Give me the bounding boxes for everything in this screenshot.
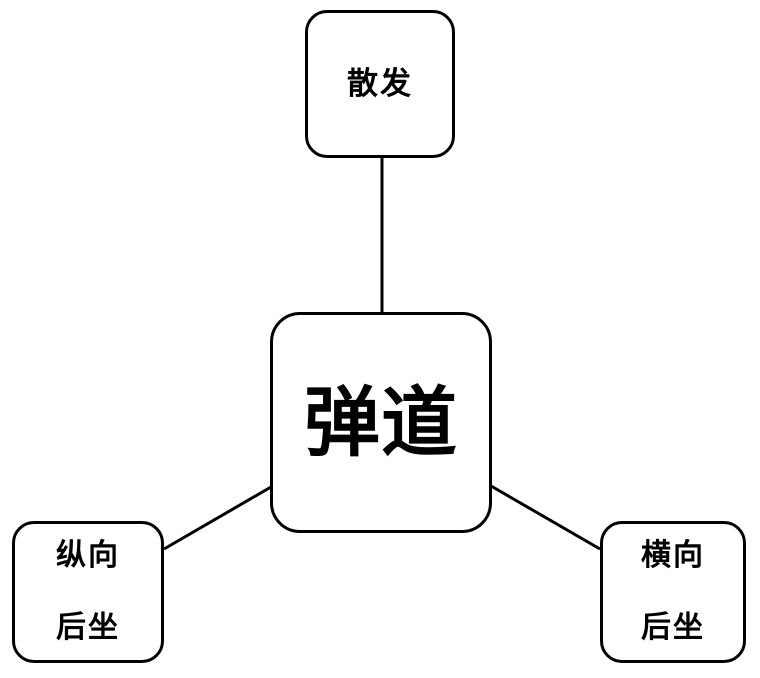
node-horizontal-recoil[interactable]: 横向 后坐 — [600, 521, 746, 663]
node-horizontal-recoil-label-line-2: 后坐 — [641, 610, 705, 645]
node-vertical-recoil-label-line-1: 纵向 — [56, 538, 120, 573]
node-spread[interactable]: 散发 — [305, 10, 455, 158]
node-vertical-recoil-label-line-2: 后坐 — [56, 610, 120, 645]
node-ballistics-label: 弹道 — [304, 377, 458, 467]
node-vertical-recoil[interactable]: 纵向 后坐 — [12, 521, 164, 663]
edge-root-horizontal-recoil — [490, 484, 601, 551]
edge-root-vertical-recoil — [163, 485, 272, 551]
node-horizontal-recoil-label-line-1: 横向 — [641, 538, 705, 573]
node-ballistics-root[interactable]: 弹道 — [270, 312, 492, 533]
node-spread-label: 散发 — [347, 65, 413, 102]
